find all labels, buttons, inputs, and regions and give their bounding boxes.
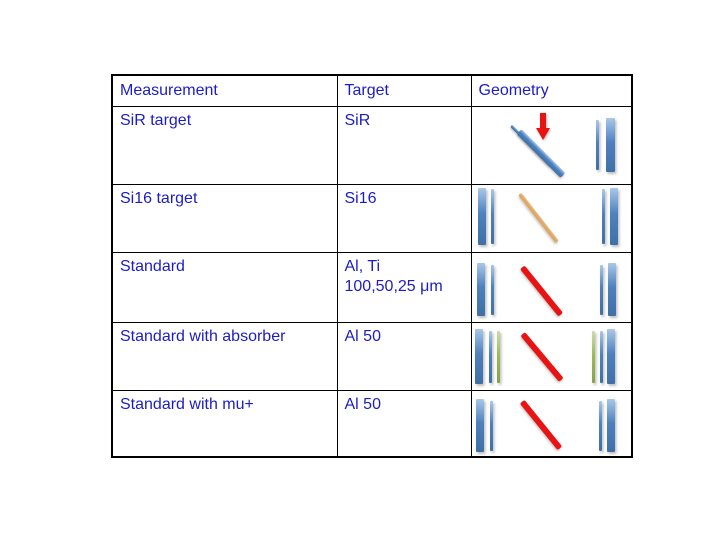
detector-bar xyxy=(606,329,615,384)
table-row: Standard with mu+ Al 50 xyxy=(111,390,633,457)
detector-bar xyxy=(599,265,603,315)
detector-bar xyxy=(488,331,492,383)
column-header-measurement: Measurement xyxy=(111,74,338,107)
beam-path-line xyxy=(519,265,564,317)
target-cell: Al 50 xyxy=(336,390,472,457)
arrow-stem xyxy=(540,113,546,129)
detector-bar xyxy=(609,188,618,245)
tilted-target-line xyxy=(518,192,559,244)
detector-bar xyxy=(601,189,605,244)
geometry-cell xyxy=(470,322,633,391)
detector-bar xyxy=(595,120,599,170)
detector-bar xyxy=(490,265,494,315)
detector-bar xyxy=(489,401,493,451)
target-text-line: Al 50 xyxy=(344,328,381,345)
detector-bar xyxy=(598,401,602,451)
detector-bar xyxy=(475,399,484,452)
column-header-geometry: Geometry xyxy=(470,74,633,107)
target-text-line: Al 50 xyxy=(344,396,381,413)
detector-bar xyxy=(606,399,615,452)
detector-bar xyxy=(477,188,486,245)
arrow-head xyxy=(535,128,550,140)
measurement-cell: Si16 target xyxy=(111,184,338,253)
target-text-line: Si16 xyxy=(344,190,377,207)
detector-bar xyxy=(607,263,616,316)
geometry-cell xyxy=(470,390,633,457)
measurement-cell: Standard with absorber xyxy=(111,322,338,391)
geometry-cell xyxy=(470,106,633,185)
measurement-cell: Standard xyxy=(111,252,338,323)
target-cell: Al 50 xyxy=(336,322,472,391)
target-text-line: SiR xyxy=(344,112,371,129)
target-cell: Al, Ti 100,50,25 μm xyxy=(336,252,472,323)
beam-path-line xyxy=(519,399,562,451)
detector-bar xyxy=(476,263,485,316)
target-text-line: Al, Ti xyxy=(344,258,381,275)
detector-bar xyxy=(599,331,603,383)
target-cell: Si16 xyxy=(336,184,472,253)
beam-path-line xyxy=(519,332,564,382)
absorber-bar xyxy=(591,331,595,383)
table-row: Standard Al, Ti 100,50,25 μm xyxy=(111,252,633,323)
table-row: Si16 target Si16 xyxy=(111,184,633,253)
measurement-cell: Standard with mu+ xyxy=(111,390,338,457)
geometry-cell xyxy=(470,184,633,253)
column-header-target: Target xyxy=(336,74,472,107)
measurement-cell: SiR target xyxy=(111,106,338,185)
geometry-cell xyxy=(470,252,633,323)
target-text-line: 100,50,25 μm xyxy=(344,278,443,296)
detector-bar xyxy=(605,118,615,172)
header-row: Measurement Target Geometry xyxy=(111,74,633,107)
target-cell: SiR xyxy=(336,106,472,185)
detector-bar xyxy=(490,189,494,244)
table-row: SiR target SiR xyxy=(111,106,633,185)
detector-bar xyxy=(474,329,483,384)
absorber-bar xyxy=(496,331,500,383)
beam-arrow-icon xyxy=(535,113,551,140)
table-row: Standard with absorber Al 50 xyxy=(111,322,633,391)
